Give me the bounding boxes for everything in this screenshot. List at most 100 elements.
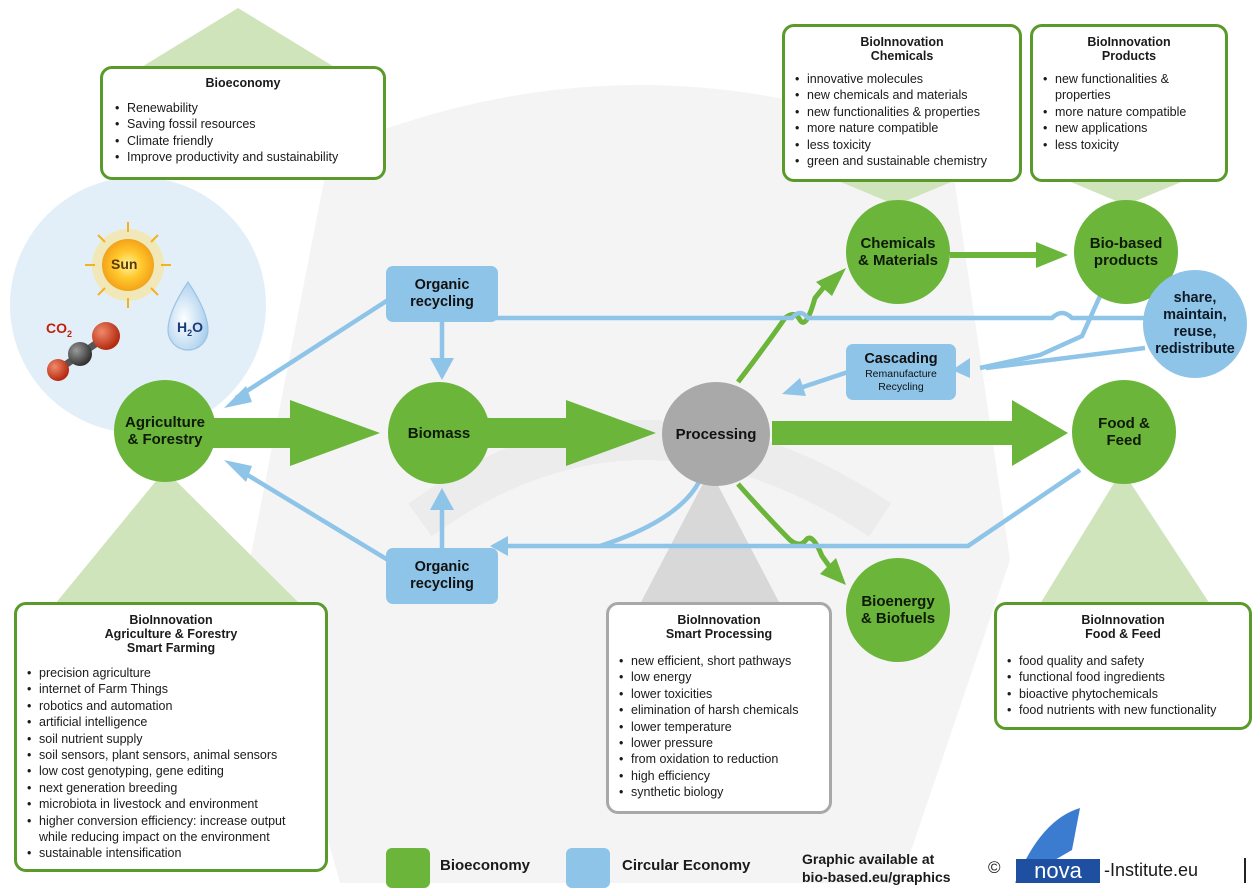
chemicals-box-title: BioInnovation Chemicals xyxy=(860,35,944,63)
list-item: synthetic biology xyxy=(619,784,819,801)
bioinnovation-processing-box: BioInnovation Smart Processing new effic… xyxy=(606,602,832,814)
graphic-available-line1: Graphic available at xyxy=(802,851,935,867)
arrow-biomass-processing xyxy=(480,400,656,466)
co2-label: CO2 xyxy=(46,320,73,339)
bioeconomy-box: Bioeconomy Renewability Saving fossil re… xyxy=(100,66,386,180)
node-food-feed[interactable]: Food & Feed xyxy=(1072,380,1176,484)
arrow-agriculture-biomass xyxy=(200,400,380,466)
chemicals-callout-triangle xyxy=(836,180,956,205)
bioeconomy-callout-triangle xyxy=(140,8,336,68)
list-item: food nutrients with new functionality xyxy=(1007,702,1239,719)
products-list: new functionalities & properties more na… xyxy=(1043,71,1215,153)
list-item: low energy xyxy=(619,669,819,686)
agriculture-box-title: BioInnovation Agriculture & Forestry Sma… xyxy=(104,613,238,655)
node-agriculture-forestry[interactable]: Agriculture & Forestry xyxy=(114,380,216,482)
arrow-processing-chemicals-head xyxy=(816,268,846,296)
list-item: new chemicals and materials xyxy=(795,87,1009,104)
list-item: high efficiency xyxy=(619,768,819,785)
bioinnovation-food-box: BioInnovation Food & Feed food quality a… xyxy=(994,602,1252,730)
node-bioenergy-biofuels[interactable]: Bioenergy & Biofuels xyxy=(846,558,950,662)
processing-callout-triangle xyxy=(640,470,780,604)
background-watermark-arc xyxy=(408,420,892,537)
blue-arrowhead-biomass-bottom xyxy=(430,488,454,510)
blue-arrowhead-recycling-bottom xyxy=(490,536,508,556)
list-item: microbiota in livestock and environment xyxy=(27,796,315,813)
arrow-processing-bioenergy-head xyxy=(820,558,846,585)
bioinnovation-products-box: BioInnovation Products new functionaliti… xyxy=(1030,24,1228,182)
arrow-processing-food xyxy=(772,400,1068,466)
list-item: new functionalities & properties xyxy=(795,104,1009,121)
blue-arrowhead-cascading xyxy=(952,358,970,378)
copyright-symbol: © xyxy=(988,858,1001,877)
blue-arrowhead-agri-top xyxy=(224,386,252,408)
footer-divider xyxy=(1244,858,1246,883)
h2o-label: H2O xyxy=(177,319,204,338)
list-item: higher conversion efficiency: increase o… xyxy=(27,813,315,846)
blue-arrowhead-biomass-top xyxy=(430,358,454,380)
blue-arrowhead-agri-bottom xyxy=(224,460,252,482)
organic-recycling-bottom[interactable]: Organic recycling xyxy=(386,548,498,604)
legend-bioeconomy-label: Bioeconomy xyxy=(440,857,531,874)
list-item: lower toxicities xyxy=(619,686,819,703)
legend-circular-swatch xyxy=(566,848,610,888)
food-list: food quality and safety functional food … xyxy=(1007,653,1239,719)
list-item: elimination of harsh chemicals xyxy=(619,702,819,719)
blue-arrowhead-processing xyxy=(782,378,806,396)
node-share-maintain-reuse[interactable]: share, maintain, reuse, redistribute xyxy=(1143,270,1247,378)
list-item: more nature compatible xyxy=(1043,104,1215,121)
food-box-title: BioInnovation Food & Feed xyxy=(1081,613,1165,641)
agriculture-callout-triangle xyxy=(55,470,300,604)
list-item: robotics and automation xyxy=(27,698,315,715)
nova-logo: nova xyxy=(1016,859,1100,883)
list-item: new functionalities & properties xyxy=(1043,71,1215,104)
list-item: soil nutrient supply xyxy=(27,731,315,748)
node-biomass[interactable]: Biomass xyxy=(388,382,490,484)
sun-label: Sun xyxy=(111,256,138,272)
node-processing[interactable]: Processing xyxy=(662,382,770,486)
list-item: new efficient, short pathways xyxy=(619,653,819,670)
arrow-chemicals-biobased-head xyxy=(1036,242,1068,268)
list-item: precision agriculture xyxy=(27,665,315,682)
water-drop-icon xyxy=(167,280,209,351)
list-item: soil sensors, plant sensors, animal sens… xyxy=(27,747,315,764)
list-item: artificial intelligence xyxy=(27,714,315,731)
list-item: bioactive phytochemicals xyxy=(1007,686,1239,703)
list-item: Saving fossil resources xyxy=(115,116,371,133)
list-item: less toxicity xyxy=(1043,137,1215,154)
list-item: innovative molecules xyxy=(795,71,1009,88)
legend-bioeconomy-swatch xyxy=(386,848,430,888)
food-callout-triangle xyxy=(1040,470,1210,604)
list-item: food quality and safety xyxy=(1007,653,1239,670)
list-item: next generation breeding xyxy=(27,780,315,797)
legend-circular-label: Circular Economy xyxy=(622,857,751,874)
organic-recycling-top[interactable]: Organic recycling xyxy=(386,266,498,322)
products-box-title: BioInnovation Products xyxy=(1087,35,1171,63)
list-item: lower pressure xyxy=(619,735,819,752)
processing-box-title: BioInnovation Smart Processing xyxy=(665,613,773,641)
bioinnovation-agriculture-box: BioInnovation Agriculture & Forestry Sma… xyxy=(14,602,328,872)
cascading-subtitle: Remanufacture Recycling xyxy=(865,367,937,393)
bioeconomy-list: Renewability Saving fossil resources Cli… xyxy=(115,100,371,166)
agriculture-list: precision agriculture internet of Farm T… xyxy=(27,665,315,862)
bioeconomy-box-title: Bioeconomy xyxy=(205,76,281,90)
list-item: less toxicity xyxy=(795,137,1009,154)
list-item: internet of Farm Things xyxy=(27,681,315,698)
cascading-box[interactable]: Cascading Remanufacture Recycling xyxy=(846,344,956,400)
circular-economy-lines xyxy=(234,295,1146,562)
graphic-available-line2[interactable]: bio-based.eu/graphics xyxy=(802,869,951,885)
list-item: Renewability xyxy=(115,100,371,117)
cascading-title: Cascading xyxy=(864,350,938,367)
list-item: more nature compatible xyxy=(795,120,1009,137)
list-item: low cost genotyping, gene editing xyxy=(27,763,315,780)
list-item: green and sustainable chemistry xyxy=(795,153,1009,170)
list-item: from oxidation to reduction xyxy=(619,751,819,768)
list-item: Climate friendly xyxy=(115,133,371,150)
processing-list: new efficient, short pathways low energy… xyxy=(619,653,819,801)
list-item: Improve productivity and sustainability xyxy=(115,149,371,166)
co2-molecule-icon xyxy=(47,322,120,381)
chemicals-list: innovative molecules new chemicals and m… xyxy=(795,71,1009,170)
node-chemicals-materials[interactable]: Chemicals & Materials xyxy=(846,200,950,304)
sky-circle xyxy=(10,177,266,433)
list-item: functional food ingredients xyxy=(1007,669,1239,686)
sun-icon xyxy=(85,222,171,308)
